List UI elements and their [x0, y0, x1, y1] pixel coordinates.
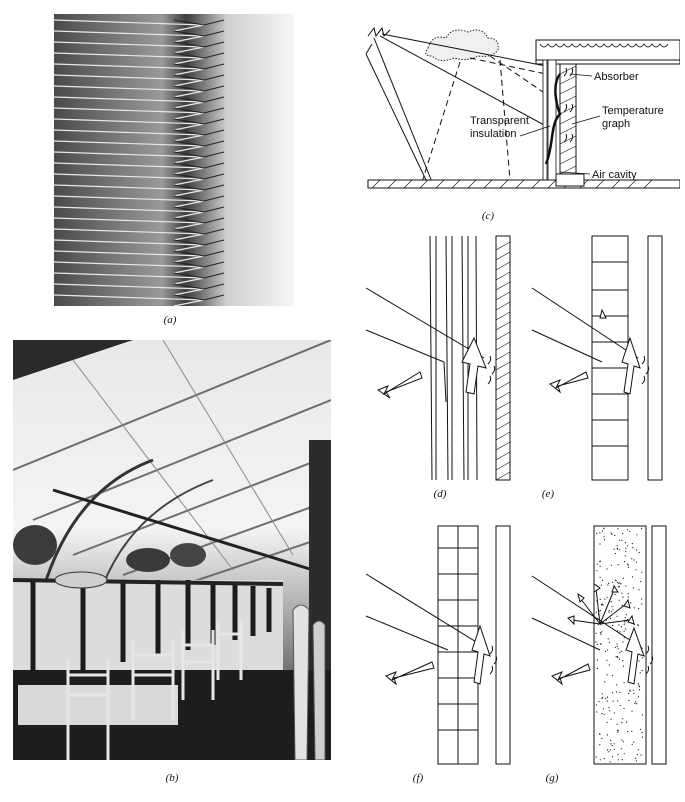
- caption-e: (e): [541, 488, 555, 500]
- diagram-horizontal-cells: [530, 234, 680, 482]
- diagram-parallel-plates: [362, 234, 522, 482]
- label-temperature-line1: Temperature: [602, 105, 664, 117]
- photo-pleated-shade: [54, 14, 294, 306]
- label-absorber: Absorber: [594, 71, 639, 83]
- caption-f: (f): [412, 772, 424, 784]
- caption-b: (b): [165, 772, 179, 784]
- photo-sunroom-restaurant: [13, 340, 331, 760]
- parallel-plates-section: [365, 235, 511, 481]
- diagram-transparent-insulation-wall: Absorber Temperature graph Transparent i…: [360, 14, 680, 204]
- diagram-honeycomb-grid: [362, 524, 522, 766]
- caption-c: (c): [481, 210, 495, 222]
- label-temperature-line2: graph: [602, 118, 630, 130]
- label-air-cavity: Air cavity: [592, 169, 637, 181]
- label-transparent-line1: Transparent: [470, 115, 529, 127]
- sunroom-image: [13, 340, 331, 760]
- diagram-granular-fill: [530, 524, 680, 766]
- honeycomb-section: [365, 525, 511, 765]
- label-transparent-line2: insulation: [470, 128, 516, 140]
- wall-section-diagram: Absorber Temperature graph Transparent i…: [365, 26, 680, 189]
- caption-d: (d): [433, 488, 447, 500]
- cloud-icon: [425, 29, 499, 62]
- pleated-shade-image: [54, 14, 294, 306]
- horizontal-cells-section: [531, 235, 663, 481]
- granular-section: [531, 525, 667, 765]
- caption-g: (g): [545, 772, 559, 784]
- caption-a: (a): [163, 314, 177, 326]
